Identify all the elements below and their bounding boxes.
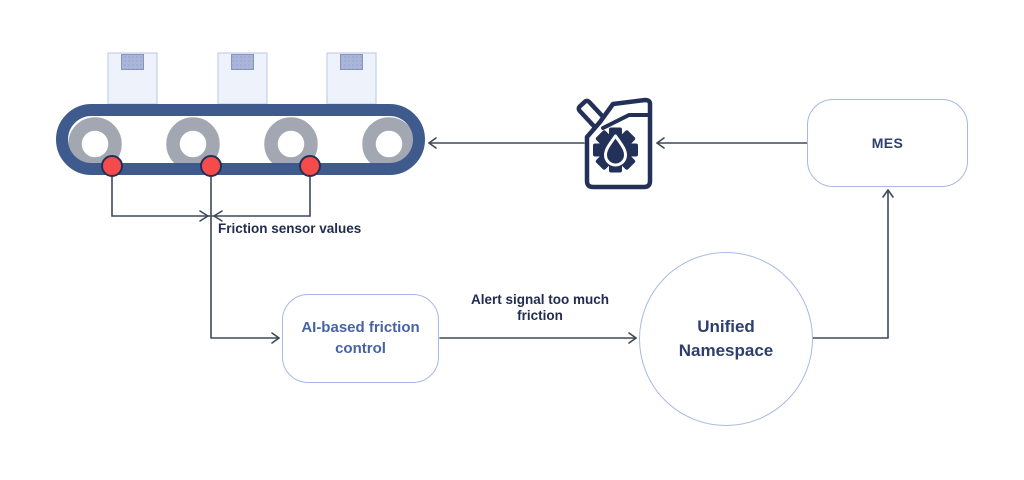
package-tab: [231, 54, 254, 70]
package-tab: [121, 54, 144, 70]
package-box: [217, 52, 268, 105]
arrowhead-left-icon: [213, 210, 223, 222]
arrowhead-left-icon: [428, 137, 437, 149]
sensor-dot-icon: [101, 155, 123, 177]
conveyor-belt-interior: [62, 110, 419, 169]
droplet-icon: [604, 134, 627, 167]
mes-node-label: MES: [871, 135, 904, 151]
sensor-dot-icon: [200, 155, 222, 177]
alert-signal-label: Alert signal too much friction: [470, 292, 609, 323]
arrowhead-right-icon: [628, 332, 637, 344]
sensor-dot-icon: [299, 155, 321, 177]
ai-friction-control-label: AI-based friction control: [301, 319, 420, 357]
package-box: [107, 52, 158, 105]
ai-friction-control-node: AI-based friction control: [282, 294, 439, 383]
friction-sensor-values-label: Friction sensor values: [218, 221, 362, 236]
unified-namespace-label: Unified Namespace: [678, 317, 774, 360]
conveyor-belt: [56, 104, 425, 175]
edge-mes-to-lubrication: [656, 137, 808, 149]
arrowhead-up-icon: [882, 189, 894, 198]
edge-ai-to-uns: [439, 332, 637, 344]
arrowhead-right-icon: [271, 332, 280, 344]
arrowhead-left-icon: [656, 137, 665, 149]
conveyor-illustration: [56, 52, 425, 177]
package-tab: [340, 54, 363, 70]
friction-sensors: [101, 155, 321, 177]
mes-node: MES: [807, 99, 968, 187]
package-box: [326, 52, 377, 105]
oil-can-icon: [576, 97, 653, 190]
edge-lubrication-to-belt: [428, 137, 585, 149]
edge-sensors-to-ai: [210, 165, 280, 344]
conveyor-roller: [362, 117, 416, 171]
arrowhead-right-icon: [199, 210, 209, 222]
edge-uns-to-mes: [812, 189, 894, 339]
unified-namespace-node: Unified Namespace: [639, 252, 813, 426]
